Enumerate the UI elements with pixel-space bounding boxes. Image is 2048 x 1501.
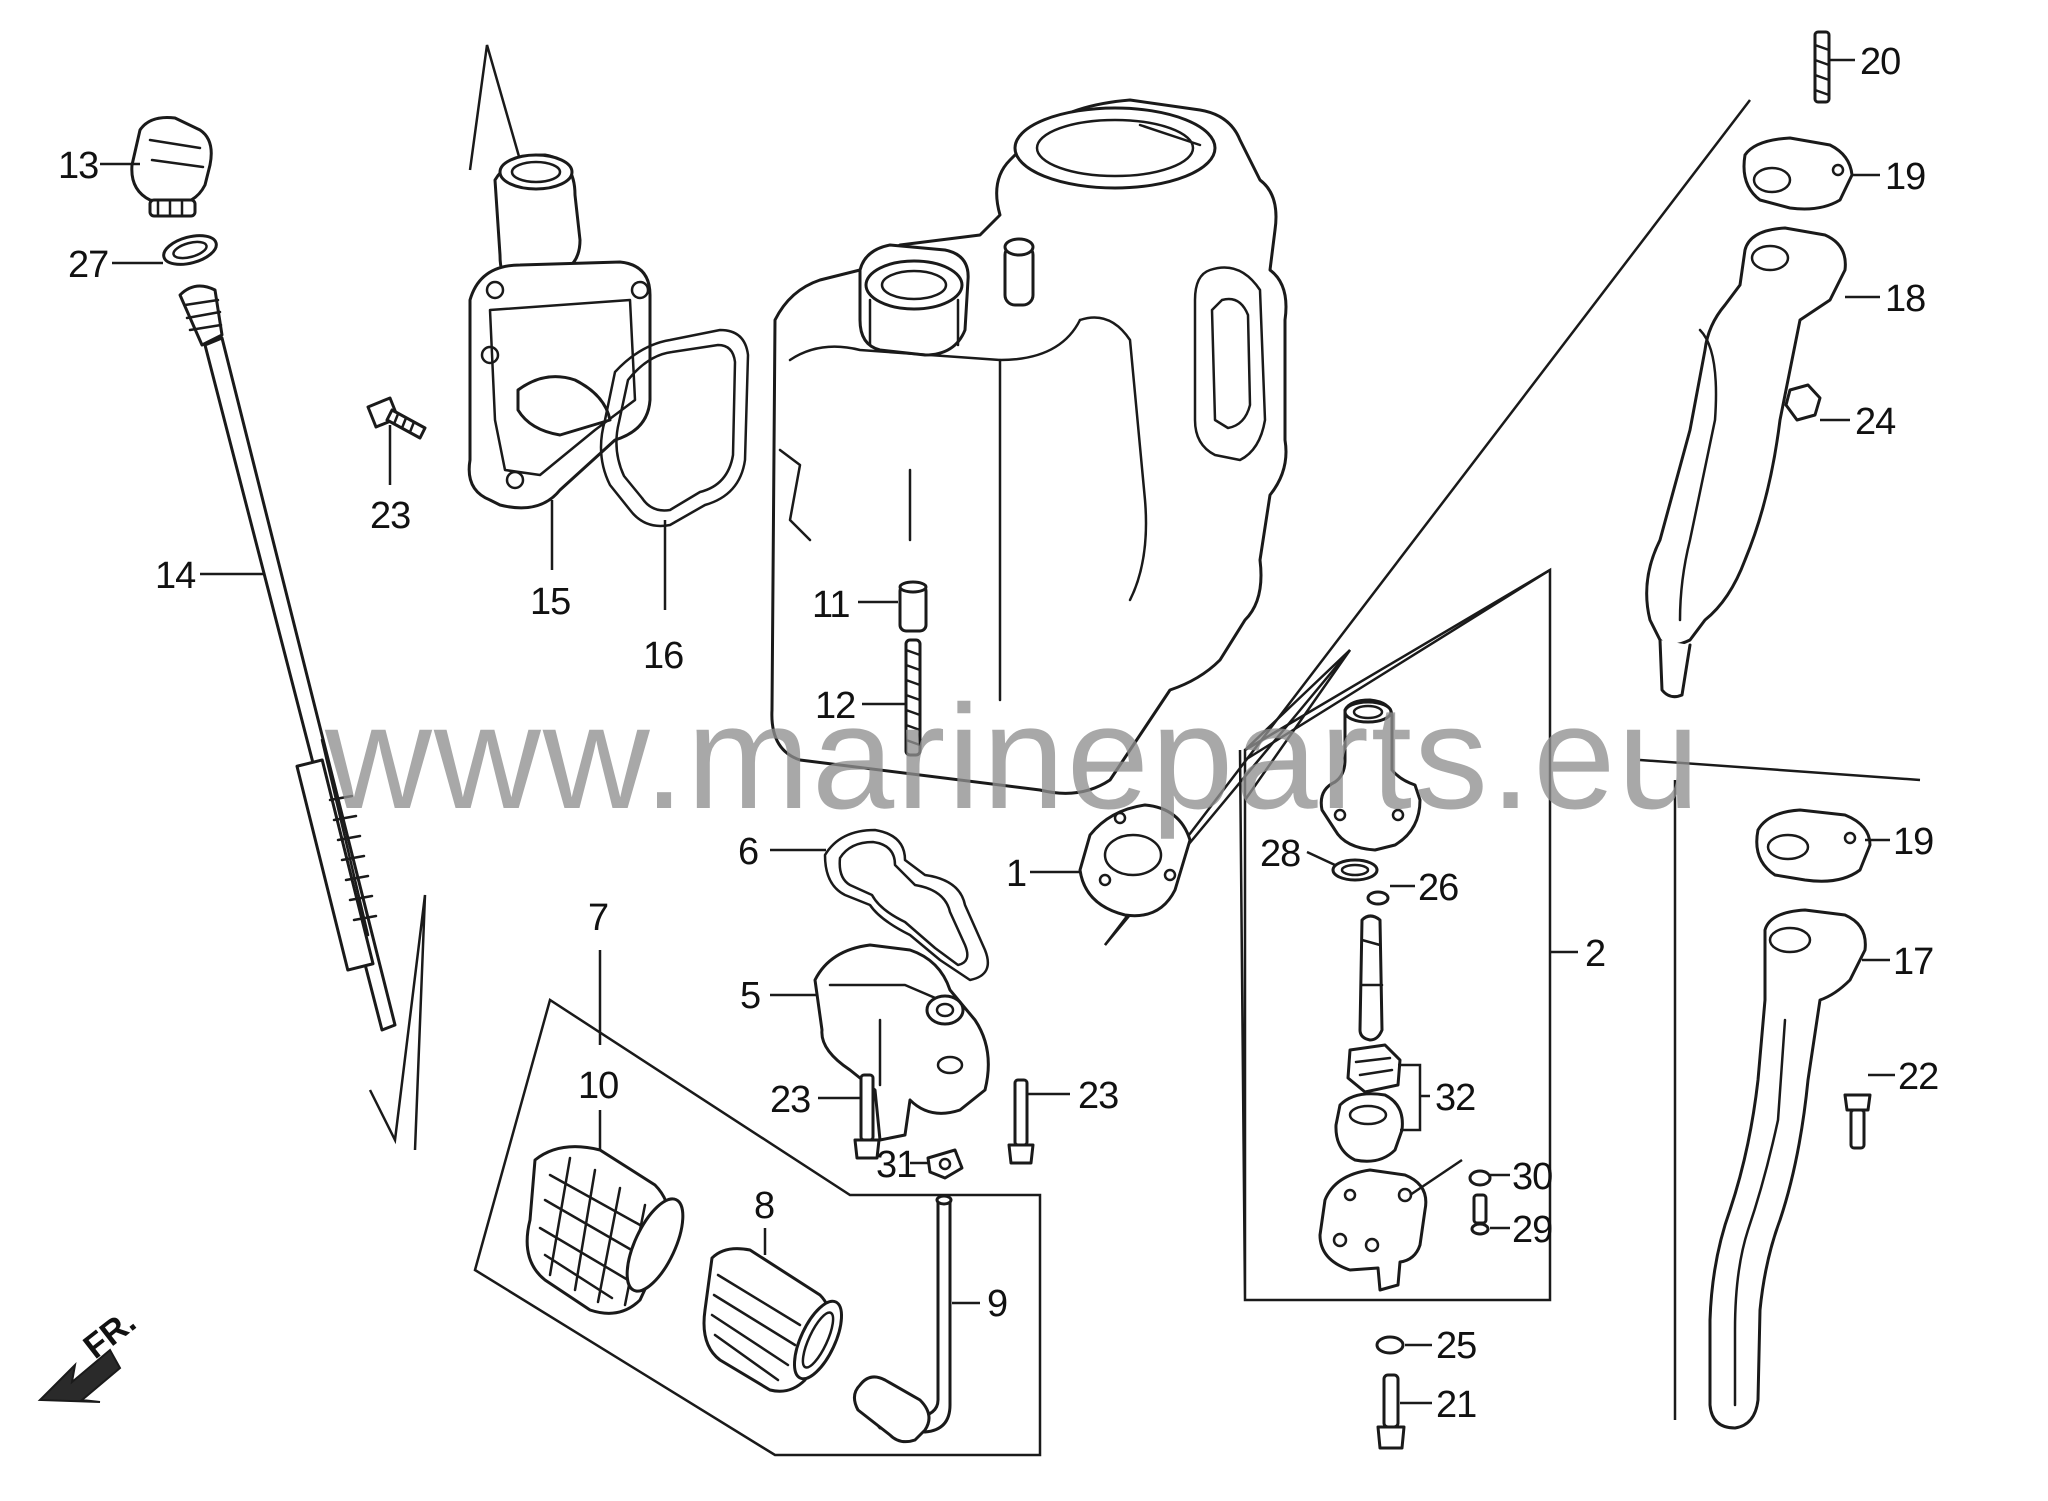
callout-14: 14 [155, 555, 196, 597]
callout-8: 8 [754, 1185, 774, 1227]
bolt-lower-right-part [1007, 1078, 1035, 1165]
pump-base-gasket-part [1078, 803, 1192, 918]
upper-gasket-19-part [1742, 136, 1854, 211]
washer-25-part [1375, 1335, 1405, 1355]
callout-18: 18 [1885, 278, 1925, 320]
dipstick-part [178, 284, 397, 1032]
stud-20-part [1813, 30, 1831, 104]
filler-neck-cover-part [467, 153, 652, 510]
callout-12: 12 [815, 685, 855, 727]
callout-23-left: 23 [770, 1079, 810, 1121]
front-direction-label: FR. [77, 1303, 144, 1367]
pump-cover-part [1318, 1168, 1428, 1292]
strainer-housing-part [813, 943, 990, 1142]
callout-27: 27 [68, 244, 108, 286]
strainer-screen-part [525, 1145, 685, 1315]
callout-32: 32 [1435, 1077, 1475, 1119]
callout-23-right: 23 [1078, 1075, 1118, 1117]
lower-oil-pipe-17-part [1708, 908, 1867, 1430]
washer-30-part [1468, 1169, 1492, 1187]
pump-shaft-part [1358, 914, 1384, 1042]
pickup-pipe-part [853, 1194, 953, 1444]
callout-7: 7 [588, 897, 608, 939]
callout-19-lower: 19 [1893, 821, 1933, 863]
callout-26: 26 [1418, 867, 1458, 909]
callout-9: 9 [987, 1283, 1007, 1325]
nut-24-part [1784, 383, 1822, 422]
callout-25: 25 [1436, 1325, 1476, 1367]
callout-15: 15 [530, 581, 570, 623]
callout-29: 29 [1512, 1209, 1552, 1251]
bolt-21-part [1376, 1373, 1406, 1450]
oil-filler-cap-part [130, 116, 213, 218]
stud-bolt-part [904, 638, 922, 757]
callout-10: 10 [578, 1065, 618, 1107]
dowel-pin-part [898, 580, 928, 633]
bolt-lower-left-part [853, 1073, 881, 1160]
callout-31: 31 [876, 1144, 916, 1186]
callout-28: 28 [1260, 833, 1300, 875]
callout-30: 30 [1512, 1156, 1552, 1198]
oil-pump-body-part [1319, 698, 1422, 852]
callout-5: 5 [740, 975, 760, 1017]
bolt-upper-part [366, 396, 427, 440]
bolt-29-part [1470, 1193, 1490, 1236]
clip-part [926, 1148, 964, 1180]
o-ring-part [162, 234, 218, 266]
callout-2: 2 [1585, 933, 1605, 975]
front-direction-indicator: FR. [37, 1303, 144, 1403]
callout-13: 13 [58, 145, 98, 187]
callout-11: 11 [812, 584, 849, 626]
filter-element-part [702, 1247, 844, 1393]
upper-oil-pipe-18-part [1645, 226, 1847, 699]
callout-20: 20 [1860, 41, 1900, 83]
strainer-gasket-part [823, 828, 990, 982]
front-arrow-icon [37, 1348, 122, 1403]
callout-24: 24 [1855, 401, 1896, 443]
callout-17: 17 [1893, 941, 1933, 983]
callout-19-upper: 19 [1885, 156, 1925, 198]
lower-gasket-19-part [1755, 808, 1872, 883]
callout-6: 6 [738, 831, 758, 873]
gasket-part [599, 328, 750, 528]
pump-o-ring-part [1331, 858, 1379, 882]
callout-16: 16 [643, 635, 683, 677]
callout-23-upper: 23 [370, 495, 410, 537]
washer-26-part [1366, 890, 1390, 906]
watermark-text: www.marineparts.eu [324, 675, 1702, 840]
callouts: 13 27 14 23 15 16 11 12 1 6 7 5 [58, 41, 1939, 1426]
bolt-22-part [1843, 1093, 1872, 1150]
callout-22: 22 [1898, 1056, 1938, 1098]
callout-21: 21 [1436, 1384, 1476, 1426]
callout-1: 1 [1006, 853, 1026, 895]
pump-rotors-part [1334, 1043, 1404, 1163]
